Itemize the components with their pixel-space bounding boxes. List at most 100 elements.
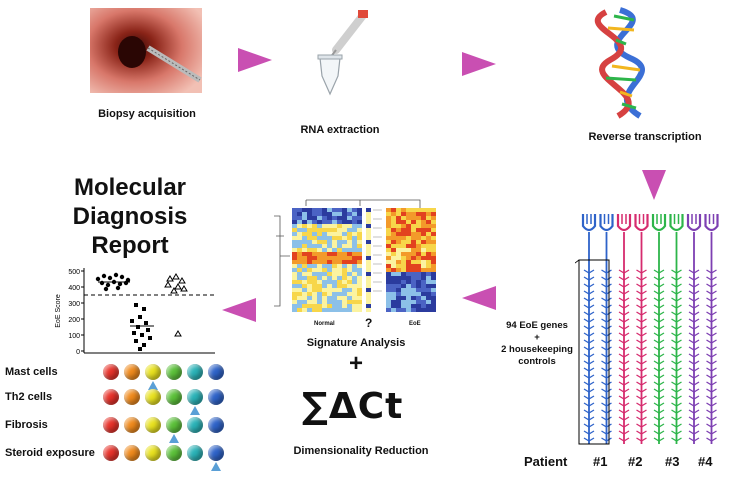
heatmap-cell <box>416 236 421 240</box>
point-group-1 <box>103 286 109 292</box>
heatmap-cell <box>317 292 322 296</box>
heatmap-cell <box>307 304 312 308</box>
chip-reaction-well <box>653 325 665 330</box>
heatmap-cell <box>406 300 411 304</box>
heatmap-cell <box>431 272 436 276</box>
point-group-2 <box>140 333 144 337</box>
heatmap-cell <box>421 232 426 236</box>
heatmap-cell <box>297 252 302 256</box>
heatmap-cell <box>342 232 347 236</box>
heatmap-cell <box>431 248 436 252</box>
plus-sign: + <box>349 350 364 377</box>
heatmap-cell <box>411 224 416 228</box>
chip-reaction-well <box>636 276 647 281</box>
heatmap-cell <box>391 288 396 292</box>
heatmap-cell <box>431 292 436 296</box>
heatmap-cell <box>317 240 322 244</box>
heatmap-cell <box>357 216 362 220</box>
mast-cells-level-ball <box>124 364 140 380</box>
heatmap-cell <box>352 260 357 264</box>
heatmap-cell <box>416 260 421 264</box>
chip-reaction-well <box>601 290 612 295</box>
heatmap-cell <box>421 248 426 252</box>
th2-cells-level-pointer <box>190 406 200 415</box>
heatmap-cell <box>366 228 371 232</box>
heatmap-cell <box>322 272 327 276</box>
heatmap-cell <box>426 272 431 276</box>
heatmap-cell <box>297 248 302 252</box>
chip-reaction-well <box>636 402 647 407</box>
chip-reaction-well <box>688 283 700 288</box>
heatmap-cell <box>332 256 337 260</box>
patient-1: #1 <box>593 454 608 469</box>
heatmap-cell <box>421 252 426 256</box>
heatmap-cell <box>297 232 302 236</box>
heatmap-cell <box>396 232 401 236</box>
heatmap-cell <box>357 288 362 292</box>
mast-cells-level-ball <box>166 364 182 380</box>
heatmap-cell <box>426 256 431 260</box>
heatmap-cell <box>426 220 431 224</box>
heatmap-cell <box>426 236 431 240</box>
heatmap-cell <box>431 280 436 284</box>
heatmap-cell <box>352 276 357 280</box>
chip-reaction-well <box>601 346 612 351</box>
chip-reaction-well <box>653 430 665 435</box>
category-fibrosis: Fibrosis <box>5 419 48 431</box>
heatmap-cell <box>396 280 401 284</box>
chip-reaction-well <box>601 374 612 379</box>
chip-reaction-well <box>688 276 700 281</box>
chip-reaction-well <box>688 325 700 330</box>
chip-reaction-well <box>618 346 630 351</box>
chip-reaction-well <box>583 381 595 386</box>
heatmap-cell <box>431 260 436 264</box>
steroid-exposure-level-ball <box>145 445 161 461</box>
heatmap-cell <box>352 208 357 212</box>
heatmap-cell <box>342 304 347 308</box>
heatmap-cell <box>297 224 302 228</box>
chip-reaction-well <box>671 395 682 400</box>
heatmap-cell <box>297 216 302 220</box>
chip-reaction-well <box>688 318 700 323</box>
heatmap-cell <box>322 264 327 268</box>
heatmap-cell <box>386 236 391 240</box>
heatmap-cell <box>396 308 401 312</box>
chip-reaction-well <box>706 297 717 302</box>
heatmap-cell <box>342 216 347 220</box>
heatmap-cell <box>411 264 416 268</box>
chip-reaction-well <box>618 381 630 386</box>
chip-reaction-well <box>706 416 717 421</box>
chip-reaction-well <box>653 395 665 400</box>
heatmap-cell <box>292 264 297 268</box>
heatmap-cell <box>366 224 371 228</box>
heatmap-cell <box>357 252 362 256</box>
chip-reaction-well <box>688 374 700 379</box>
heatmap-cell <box>317 208 322 212</box>
chip-reaction-well <box>706 360 717 365</box>
heatmap-cell <box>416 252 421 256</box>
ytick-200: 200 <box>68 317 80 324</box>
heatmap-cell <box>406 284 411 288</box>
heatmap-cell <box>312 216 317 220</box>
heatmap-cell <box>292 228 297 232</box>
heatmap-cell <box>352 228 357 232</box>
chip-reaction-well <box>583 346 595 351</box>
heatmap-cell <box>347 272 352 276</box>
heatmap-cell <box>421 220 426 224</box>
chip-reaction-well <box>583 388 595 393</box>
heatmap-cell <box>327 304 332 308</box>
heatmap-cell <box>327 292 332 296</box>
heatmap-cell <box>352 264 357 268</box>
chip-reaction-well <box>583 353 595 358</box>
steroid-exposure-level-ball <box>103 445 119 461</box>
heatmap-cell <box>342 276 347 280</box>
heatmap-cell <box>312 208 317 212</box>
heatmap-cell <box>347 288 352 292</box>
heatmap-cell <box>411 216 416 220</box>
heatmap-cell <box>307 228 312 232</box>
heatmap-cell <box>421 280 426 284</box>
chip-reaction-well <box>583 416 595 421</box>
heatmap-cell <box>347 236 352 240</box>
heatmap-cell <box>357 264 362 268</box>
patient-3: #3 <box>665 454 680 469</box>
